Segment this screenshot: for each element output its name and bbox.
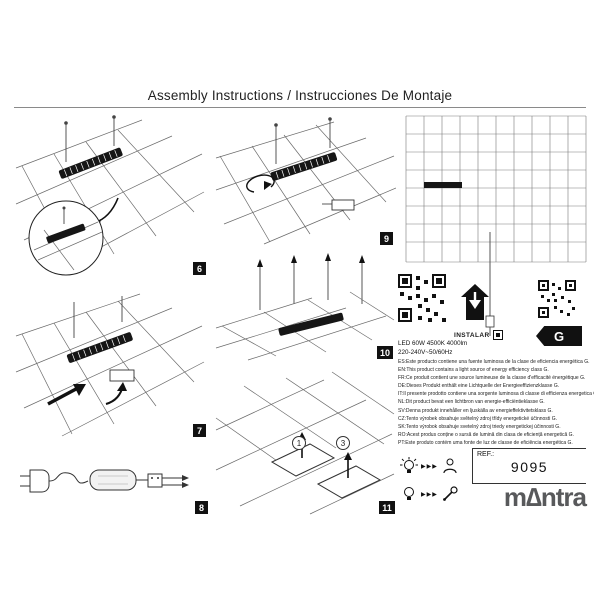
energy-class-badge: G: [536, 326, 582, 346]
ceiling-grid-suspension-drawing: [15, 115, 205, 276]
specs: LED 60W 4500K 4000lm 220-240V~50/60Hz: [398, 340, 467, 357]
ref-value: 9095: [510, 459, 549, 475]
step11-illustration: 1 3: [214, 366, 396, 516]
instalar-label: INSTALAR: [454, 331, 490, 339]
step10-illustration: [214, 252, 396, 362]
reference-box: REF.: 9095: [472, 448, 586, 484]
step-badge-11: 11: [379, 501, 395, 514]
tile-number-1: 1: [292, 436, 306, 450]
fixture-rotation-drawing: [215, 117, 396, 245]
user-replace-icon: [443, 458, 457, 474]
ref-label: REF.:: [477, 451, 495, 458]
energy-class-letter: G: [553, 328, 565, 344]
install-checkbox-icon: [492, 330, 503, 340]
lightsource-rays-icon: [400, 457, 418, 473]
lang-line: ES:Este producto contiene una fuente lum…: [398, 359, 590, 365]
step6-illustration: [14, 112, 206, 280]
pictogram-block: ▶▶▶ ▶▶▶: [400, 452, 470, 514]
pendant-cable-drawing: [478, 232, 502, 336]
step-badge-6: 6: [193, 262, 206, 275]
pictogram-row-2: ▶▶▶: [400, 480, 470, 508]
fixture-placement-drawing: [15, 293, 205, 437]
step9-illustration: [214, 112, 396, 248]
ceiling-grid-top-drawing: [405, 115, 587, 263]
lang-line: PT:Este produto contém uma fonte de luz …: [398, 439, 573, 446]
lang-line: FR:Ce produit contient une source lumine…: [398, 375, 586, 382]
title-divider: [14, 107, 586, 108]
lang-line: IT:Il presente prodotto contiene una sor…: [398, 391, 594, 398]
step-badge-7: 7: [193, 424, 206, 437]
tiles-replacement-drawing: [215, 371, 395, 515]
qr-code-icon-secondary: [538, 280, 576, 318]
spec-line-1: LED 60W 4500K 4000lm: [398, 340, 468, 347]
step7-illustration: [14, 286, 206, 438]
professional-tool-icon: [442, 486, 458, 501]
page-title: Assembly Instructions / Instrucciones De…: [147, 88, 453, 103]
tile-number-3: 3: [336, 436, 350, 450]
finished-ceiling-drawing: [400, 112, 588, 267]
lang-line: CZ:Tento výrobek obsahuje světelný zdroj…: [398, 415, 557, 422]
step-badge-10: 10: [377, 346, 393, 359]
lang-line: RO:Acest produs conține o sursă de lumin…: [398, 431, 574, 438]
lightsource-icon: [404, 487, 414, 500]
brand-logo: m∆ntra: [503, 482, 587, 512]
lang-line: SV:Denna produkt innehåller en ljuskälla…: [398, 407, 553, 414]
pictogram-row-1: ▶▶▶: [400, 452, 470, 480]
spec-line-2: 220-240V~50/60Hz: [398, 348, 453, 356]
qr-code-icon: [398, 274, 446, 322]
info-block: INSTALAR G LED 60W 4500K 4000lm 220-240V…: [398, 270, 588, 360]
suspension-cables-drawing: [215, 253, 395, 361]
language-block: ES:Este producto contiene una fuente lum…: [398, 358, 594, 447]
forward-arrows-icon: ▶▶▶: [421, 463, 438, 470]
lang-line: EN:This product contains a light source …: [398, 367, 549, 374]
step-badge-8: 8: [195, 501, 208, 514]
step8-illustration: [14, 444, 206, 516]
forward-arrows-icon: ▶▶▶: [421, 491, 438, 498]
lang-line: SK:Tento výrobok obsahuje svetelný zdroj…: [398, 423, 561, 430]
step-badge-9: 9: [380, 232, 393, 245]
wiring-driver-drawing: [20, 469, 189, 493]
indoor-installation-icon: [461, 284, 489, 320]
instalar-row: INSTALAR: [454, 330, 503, 340]
lang-line: NL:Dit product bevat een lichtbron van e…: [398, 399, 545, 406]
lang-line: DE:Dieses Produkt enthält eine Lichtquel…: [398, 383, 560, 390]
